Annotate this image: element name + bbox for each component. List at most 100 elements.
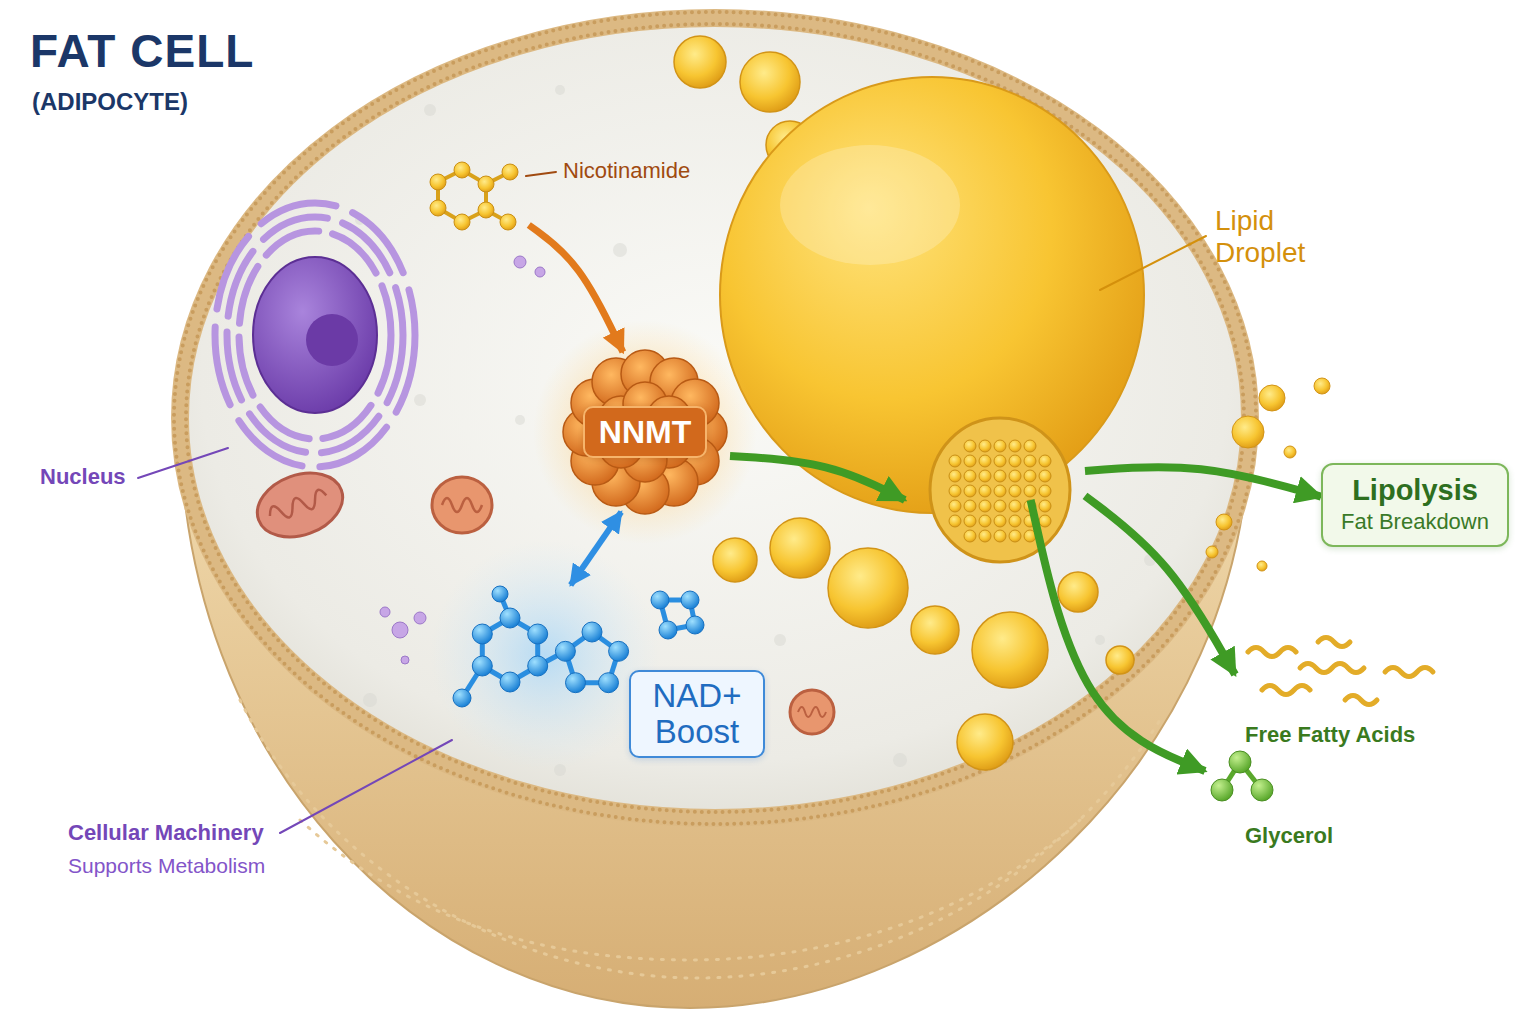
leader-line — [1100, 236, 1206, 290]
small-lipid-droplet — [770, 518, 830, 578]
leader-line — [138, 172, 1206, 833]
fat-globule — [994, 440, 1006, 452]
fat-globule — [1009, 515, 1021, 527]
flow-arrow — [730, 456, 905, 500]
flow-arrow — [1031, 500, 1205, 771]
cell-membrane — [174, 12, 1256, 824]
cell-body — [300, 820, 1080, 960]
lipid-droplet — [720, 77, 1144, 562]
endoplasmic-reticulum — [215, 203, 415, 467]
callout-box: NAD+ Boost — [629, 670, 765, 759]
cytoplasm-bubble — [1095, 635, 1105, 645]
small-lipid-droplet — [911, 606, 959, 654]
fat-globule — [964, 530, 976, 542]
fat-globule — [979, 455, 991, 467]
label-holder: Supports Metabolism — [68, 853, 265, 878]
cytoplasm-bubble — [893, 753, 907, 767]
nad-molecule — [555, 641, 575, 661]
fat-globule — [979, 530, 991, 542]
nicotinamide-molecule — [430, 162, 518, 230]
fatty-acid-chain — [1248, 648, 1296, 657]
diagram-title: FAT CELL — [30, 26, 254, 77]
nad-molecule — [582, 622, 602, 642]
vesicle — [401, 656, 409, 664]
small-lipid-droplet — [828, 548, 908, 628]
nicotinamide-molecule — [500, 214, 516, 230]
fat-globule — [949, 500, 961, 512]
mitochondrion — [248, 462, 351, 548]
nad-molecule — [528, 656, 548, 676]
mitochondrion — [798, 707, 826, 717]
nicotinamide-molecule — [478, 202, 494, 218]
leader-line — [280, 740, 452, 833]
fatty-acid-chain — [1385, 668, 1433, 677]
cytoplasm-bubble — [424, 104, 436, 116]
released-fat-droplet — [1206, 546, 1218, 558]
glycerol-molecule — [1211, 779, 1233, 801]
flow-arrow — [529, 225, 623, 352]
fat-globule — [1009, 530, 1021, 542]
fat-globule — [994, 515, 1006, 527]
callout-text: NAD+ Boost — [647, 678, 747, 751]
fat-globule — [1009, 500, 1021, 512]
fat-globule — [949, 485, 961, 497]
cofactor-group: NAD+ Boost — [440, 585, 775, 765]
released-fat-droplet — [1257, 561, 1267, 571]
cell-membrane — [174, 12, 1256, 824]
glycerol-molecule — [1229, 751, 1251, 773]
endoplasmic-reticulum — [227, 217, 403, 453]
nad-molecule — [681, 591, 699, 609]
molecule-name: Nicotinamide — [563, 158, 883, 184]
nicotinamide-molecule — [454, 162, 470, 178]
fat-globule — [1039, 515, 1051, 527]
small-lipid-droplet — [957, 714, 1013, 770]
mitochondrion — [790, 690, 834, 734]
fat-globule — [1009, 470, 1021, 482]
product-group: Free Fatty Acids — [1235, 640, 1485, 755]
fatty-acid-chain — [1345, 696, 1377, 705]
nicotinamide-molecule — [430, 174, 446, 190]
cytoplasm-bubble — [515, 415, 525, 425]
vesicle — [514, 256, 526, 268]
nad-molecule — [651, 591, 669, 609]
fat-globule — [1009, 455, 1021, 467]
nad-molecule — [500, 672, 520, 692]
subtitle: (ADIPOCYTE) — [32, 88, 188, 117]
part-label: Cellular Machinery — [68, 820, 264, 846]
flow-arrow — [1085, 467, 1321, 497]
small-lipid-droplet — [674, 36, 726, 88]
nicotinamide-molecule — [478, 176, 494, 192]
fat-globule — [964, 470, 976, 482]
fatty-acid-chain — [1318, 638, 1350, 647]
vesicle — [380, 607, 390, 617]
cell-membrane — [186, 24, 1244, 812]
connector-group — [529, 225, 1321, 771]
fat-globule — [994, 530, 1006, 542]
nad-molecule — [453, 689, 471, 707]
process-box: LipolysisFat Breakdown — [1321, 463, 1509, 546]
product-label: Free Fatty Acids — [1245, 722, 1495, 748]
part-label: Nucleus — [40, 464, 126, 490]
nad-molecule — [472, 656, 492, 676]
fatty-acid-chain — [1262, 686, 1310, 695]
nnmt-enzyme — [563, 350, 727, 514]
fat-globule — [994, 485, 1006, 497]
title-holder: FAT CELL — [30, 26, 254, 77]
nad-glow — [430, 540, 660, 770]
mitochondrion — [267, 488, 329, 524]
released-fat-droplet — [1216, 514, 1232, 530]
fat-globule — [964, 440, 976, 452]
product-group: Glycerol — [1205, 735, 1345, 855]
leader-line — [526, 172, 556, 176]
fatty-acid-chain — [1300, 664, 1364, 673]
released-fat-droplet — [1314, 378, 1330, 394]
nad-molecule — [686, 616, 704, 634]
endoplasmic-reticulum — [215, 203, 415, 467]
fat-globule — [979, 470, 991, 482]
molecule-label: Nicotinamide — [420, 150, 740, 225]
cell-membrane — [180, 18, 1250, 818]
lipid-droplet — [720, 77, 1144, 513]
label-holder: Cellular Machinery — [68, 820, 264, 846]
enzyme-name: NNMT — [583, 406, 707, 459]
vesicle — [414, 612, 426, 624]
